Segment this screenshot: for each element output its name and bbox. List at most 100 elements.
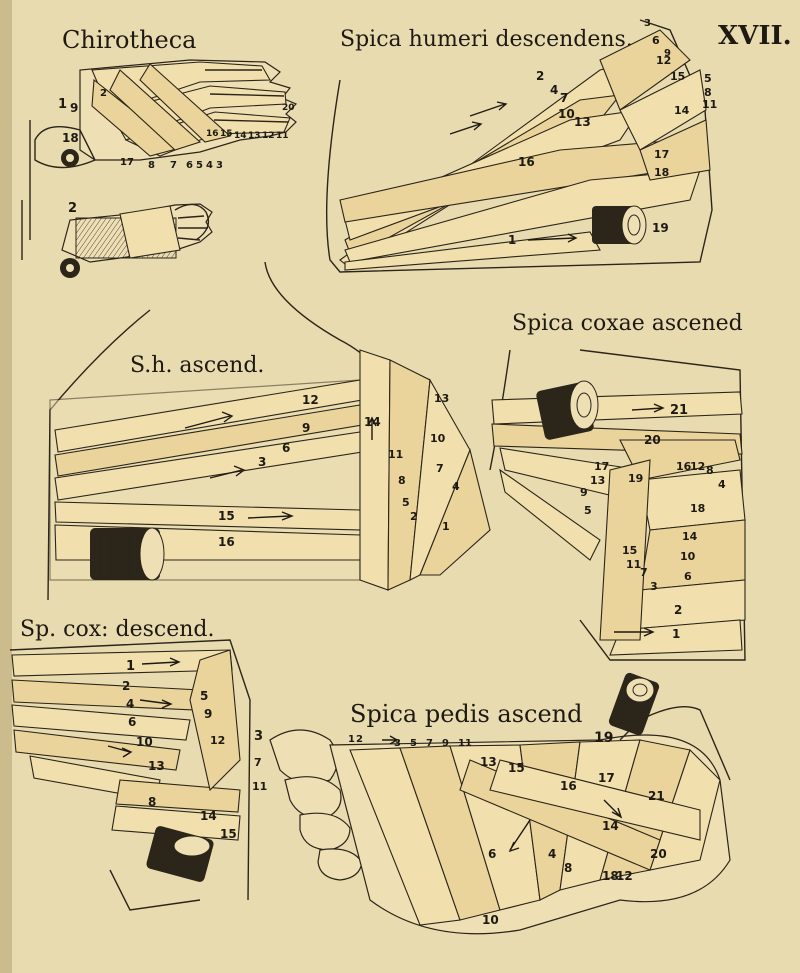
label-chirotheca-2a: 2 <box>100 88 107 99</box>
label-sca-4: 4 <box>718 478 726 491</box>
caption-spica-coxae-ascendens: Spica coxae ascened <box>512 311 743 336</box>
label-sp-19: 19 <box>594 730 613 746</box>
label-chirotheca-4: 4 <box>206 160 213 171</box>
caption-spica-humeri-ascendens: S.h. ascend. <box>130 353 264 378</box>
label-shd-13: 13 <box>574 115 591 129</box>
label-sha-3: 3 <box>258 455 266 469</box>
label-chirotheca-9: 9 <box>70 101 78 115</box>
label-scd-15: 15 <box>220 827 237 841</box>
label-sp-3: 3 <box>394 738 401 749</box>
label-chirotheca-3: 3 <box>216 160 223 171</box>
label-sp-12: 12 <box>616 869 633 883</box>
label-sca-10: 10 <box>680 550 696 563</box>
figure-spica-humeri-descendens: Spica humeri descendens. <box>325 19 713 273</box>
hand-upper-drawing <box>34 59 298 169</box>
label-sp-13: 13 <box>480 755 497 769</box>
label-chirotheca-12: 12 <box>262 131 275 141</box>
caption-chirotheca: Chirotheca <box>62 26 196 54</box>
hand-lower-drawing <box>21 120 213 278</box>
label-sp-16: 16 <box>560 779 577 793</box>
label-chirotheca-16: 16 <box>206 129 219 139</box>
label-scd-9: 9 <box>204 707 212 721</box>
label-shd-14: 14 <box>674 104 690 117</box>
label-sha-10: 10 <box>430 432 446 445</box>
label-sca-5: 5 <box>584 504 592 517</box>
figure-spica-humeri-ascendens: S.h. ascend. <box>47 261 491 601</box>
label-sha-5: 5 <box>402 496 410 509</box>
label-sp-1: 1 <box>348 734 355 745</box>
label-sp-14: 14 <box>602 819 619 833</box>
label-shd-7: 7 <box>560 91 568 105</box>
label-sha-4: 4 <box>452 480 460 493</box>
label-sca-2: 2 <box>674 603 682 617</box>
label-chirotheca-11: 11 <box>276 131 289 141</box>
label-sha-15: 15 <box>218 509 235 523</box>
label-sha-7: 7 <box>436 462 444 475</box>
label-shd-5: 5 <box>704 72 712 85</box>
label-sha-8: 8 <box>398 474 406 487</box>
label-sp-4: 4 <box>548 847 556 861</box>
label-scd-2: 2 <box>122 679 130 693</box>
label-sha-1: 1 <box>442 520 450 533</box>
label-sha-2: 2 <box>410 510 418 523</box>
label-chirotheca-20: 20 <box>282 103 295 113</box>
label-chirotheca-5: 5 <box>196 160 203 171</box>
label-sca-11: 11 <box>626 558 641 571</box>
label-scd-7: 7 <box>254 756 262 769</box>
label-scd-6: 6 <box>128 715 136 729</box>
label-shd-12: 12 <box>656 54 671 67</box>
label-sca-3: 3 <box>650 580 658 593</box>
label-chirotheca-7: 7 <box>170 160 177 171</box>
label-shd-6: 6 <box>652 34 660 47</box>
label-sp-11: 11 <box>458 738 472 749</box>
label-shd-2: 2 <box>536 69 544 83</box>
label-scd-13: 13 <box>148 759 165 773</box>
label-sp-20: 20 <box>650 847 667 861</box>
label-sca-18: 18 <box>690 502 705 515</box>
label-scd-5: 5 <box>200 689 208 703</box>
label-sp-10: 10 <box>482 913 499 927</box>
binding-edge <box>0 0 12 973</box>
label-chirotheca-18: 18 <box>62 131 79 145</box>
label-sha-9: 9 <box>302 421 310 435</box>
label-shd-19: 19 <box>652 221 669 235</box>
figure-chirotheca: Chirotheca 1 9 18 17 2 16 15 14 13 12 11… <box>21 26 298 278</box>
label-shd-3: 3 <box>644 18 651 29</box>
label-shd-11: 11 <box>702 98 717 111</box>
label-sca-21: 21 <box>670 403 688 418</box>
label-scd-12: 12 <box>210 734 225 747</box>
label-sp-5: 5 <box>410 738 417 749</box>
label-chirotheca-13: 13 <box>248 131 261 141</box>
label-sp-2: 2 <box>356 734 363 745</box>
label-shd-1: 1 <box>508 233 516 247</box>
label-sca-1: 1 <box>672 627 680 641</box>
caption-spica-humeri-descendens: Spica humeri descendens. <box>340 27 633 52</box>
caption-spica-coxae-descendens: Sp. cox: descend. <box>20 617 215 642</box>
label-sp-21: 21 <box>648 789 665 803</box>
label-chirotheca-8: 8 <box>148 160 155 171</box>
label-chirotheca-6: 6 <box>186 160 193 171</box>
label-sca-7: 7 <box>640 566 648 579</box>
label-sha-11: 11 <box>388 448 403 461</box>
label-scd-14: 14 <box>200 809 217 823</box>
label-sp-17: 17 <box>598 771 615 785</box>
label-shd-8: 8 <box>704 86 712 99</box>
label-scd-11: 11 <box>252 780 267 793</box>
figure-spica-coxae-descendens: Sp. cox: descend. <box>9 617 251 911</box>
figure-spica-pedis-ascendens: Spica pedis ascend <box>269 672 731 935</box>
label-sca-15: 15 <box>622 544 637 557</box>
label-sp-8: 8 <box>564 861 572 875</box>
label-sp-18: 18 <box>602 869 619 883</box>
label-sha-14: 14 <box>364 415 381 429</box>
label-sha-6: 6 <box>282 441 290 455</box>
label-shd-15: 15 <box>670 70 685 83</box>
label-shd-9: 9 <box>664 48 671 59</box>
label-sca-17: 17 <box>594 460 609 473</box>
label-shd-16: 16 <box>518 155 535 169</box>
label-sp-6: 6 <box>488 847 496 861</box>
label-scd-4: 4 <box>126 697 134 711</box>
label-sp-15: 15 <box>508 761 525 775</box>
label-chirotheca-1: 1 <box>58 97 67 112</box>
label-sca-13: 13 <box>590 474 605 487</box>
